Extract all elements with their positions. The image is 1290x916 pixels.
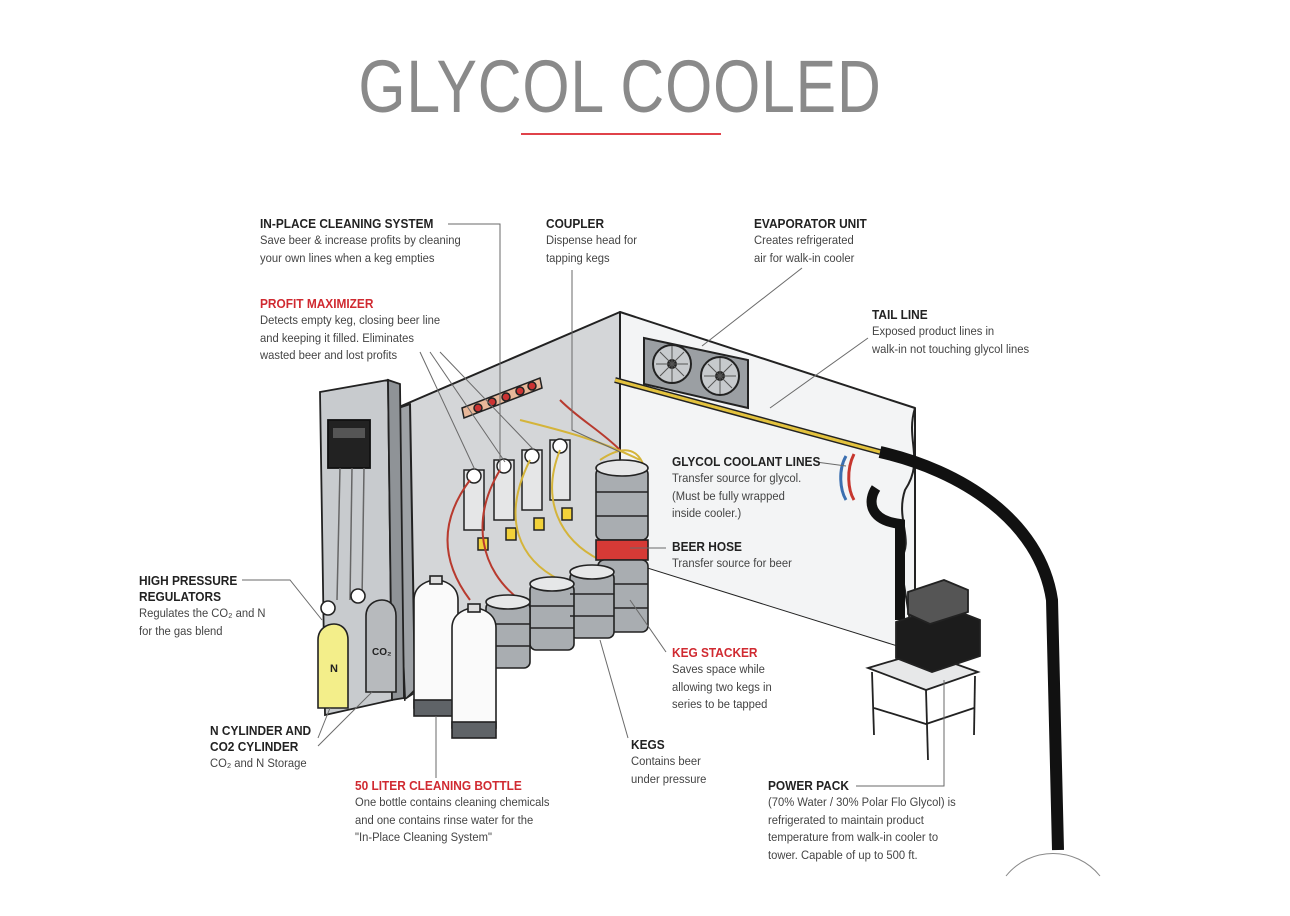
- in-place-cleaning-desc: Save beer & increase profits by cleaning…: [260, 233, 461, 265]
- beer-hose-desc: Transfer source for beer: [672, 556, 792, 570]
- callout-profit-maximizer: PROFIT MAXIMIZER Detects empty keg, clos…: [260, 296, 456, 365]
- evaporator-unit: [643, 336, 749, 410]
- kegs-heading: KEGS: [631, 737, 665, 752]
- callout-cleaning-bottle: 50 LITER CLEANING BOTTLE One bottle cont…: [355, 778, 566, 847]
- high-pressure-heading: HIGH PRESSURE REGULATORS: [139, 573, 238, 604]
- tower-base-arc: [1005, 853, 1101, 877]
- power-pack-heading: POWER PACK: [768, 778, 849, 793]
- profit-maximizer-manifold: [461, 376, 573, 551]
- profit-maximizer-heading: PROFIT MAXIMIZER: [260, 296, 374, 311]
- coupler-heading: COUPLER: [546, 216, 605, 231]
- evaporator-heading: EVAPORATOR UNIT: [754, 216, 867, 231]
- power-pack: [865, 579, 981, 761]
- co2-cylinder-label: CO₂: [372, 647, 391, 658]
- callout-glycol-lines: GLYCOL COOLANT LINES Transfer source for…: [672, 454, 837, 523]
- tail-line-heading: TAIL LINE: [872, 307, 928, 322]
- glycol-lines-desc: Transfer source for glycol. (Must be ful…: [672, 471, 802, 520]
- keg-stacker-heading: KEG STACKER: [672, 645, 758, 660]
- tail-line-desc: Exposed product lines in walk-in not tou…: [872, 324, 1030, 356]
- glycol-lines-heading: GLYCOL COOLANT LINES: [672, 454, 821, 469]
- beer-hose-heading: BEER HOSE: [672, 539, 742, 554]
- cylinders-heading: N CYLINDER AND CO2 CYLINDER: [210, 723, 312, 754]
- callout-coupler: COUPLER Dispense head for tapping kegs: [546, 216, 645, 267]
- profit-maximizer-desc: Detects empty keg, closing beer line and…: [260, 313, 441, 362]
- callout-kegs: KEGS Contains beer under pressure: [631, 737, 713, 788]
- coupler-desc: Dispense head for tapping kegs: [546, 233, 638, 265]
- callout-in-place-cleaning: IN-PLACE CLEANING SYSTEM Save beer & inc…: [260, 216, 478, 267]
- evaporator-desc: Creates refrigerated air for walk-in coo…: [754, 233, 855, 265]
- cleaning-bottle-heading: 50 LITER CLEANING BOTTLE: [355, 778, 522, 793]
- tail-and-glycol-lines: [614, 377, 1064, 851]
- gas-cylinders: N CO₂: [317, 588, 397, 709]
- high-pressure-desc: Regulates the CO₂ and N for the gas blen…: [139, 606, 266, 638]
- callout-power-pack: POWER PACK (70% Water / 30% Polar Flo Gl…: [768, 778, 972, 864]
- cleaning-bottle-desc: One bottle contains cleaning chemicals a…: [355, 795, 550, 844]
- kegs: [485, 459, 649, 669]
- keg-stacker-desc: Saves space while allowing two kegs in s…: [672, 662, 772, 711]
- callout-evaporator: EVAPORATOR UNIT Creates refrigerated air…: [754, 216, 879, 267]
- callout-tail-line: TAIL LINE Exposed product lines in walk-…: [872, 307, 1043, 358]
- cylinders-desc: CO₂ and N Storage: [210, 756, 307, 770]
- callout-keg-stacker: KEG STACKER Saves space while allowing t…: [672, 645, 780, 714]
- n-cylinder-label: N: [330, 663, 338, 675]
- leader-lines: [242, 223, 945, 787]
- page-title: GLYCOL COOLED: [358, 45, 882, 128]
- title-underline: [521, 133, 721, 135]
- in-place-cleaning-heading: IN-PLACE CLEANING SYSTEM: [260, 216, 434, 231]
- callout-cylinders: N CYLINDER AND CO2 CYLINDER CO₂ and N St…: [210, 723, 322, 773]
- callout-beer-hose: BEER HOSE Transfer source for beer: [672, 539, 802, 573]
- cleaning-bottles: [413, 575, 497, 739]
- callout-high-pressure-regulators: HIGH PRESSURE REGULATORS Regulates the C…: [139, 573, 277, 640]
- power-pack-desc: (70% Water / 30% Polar Flo Glycol) is re…: [768, 795, 956, 862]
- beer-hoses: [446, 399, 648, 601]
- kegs-desc: Contains beer under pressure: [631, 754, 707, 786]
